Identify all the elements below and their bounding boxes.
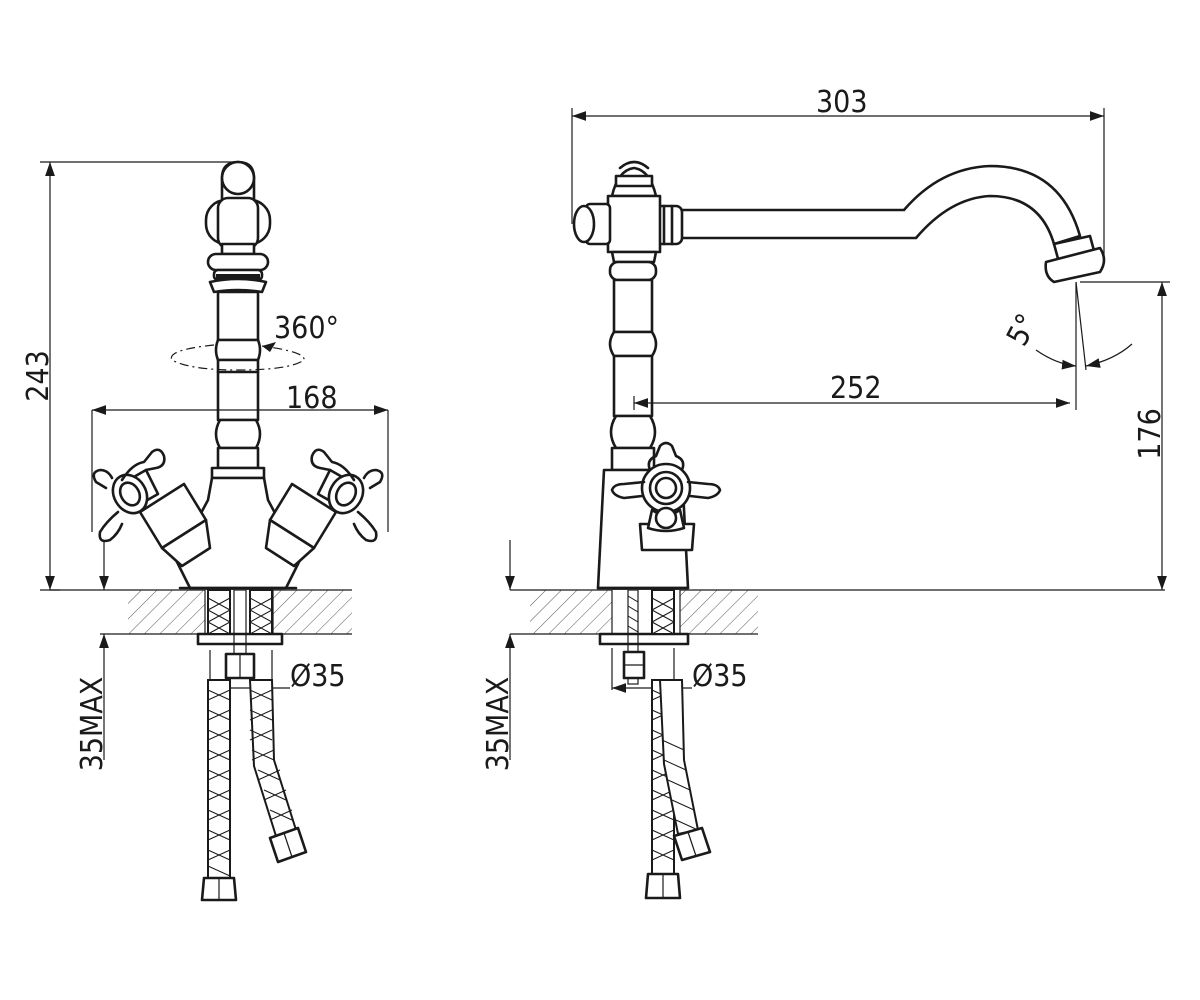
side-view: 303 252 5° 176 35MAX xyxy=(481,85,1170,900)
faucet-side xyxy=(572,160,1106,590)
right-valve xyxy=(264,448,384,568)
faucet-front xyxy=(92,160,384,590)
countertop-side xyxy=(510,589,1165,635)
rotation-indicator: 360° xyxy=(170,311,339,371)
spout-tilt-label: 5° xyxy=(1000,308,1045,352)
hole-diameter-side-label: Ø35 xyxy=(692,659,748,694)
rotation-label: 360° xyxy=(274,311,339,346)
max-thickness-side-label: 35MAX xyxy=(481,677,516,772)
dim-spout-length: 303 xyxy=(571,85,1105,258)
max-thickness-front-label: 35MAX xyxy=(75,677,110,772)
under-counter-side: Ø35 xyxy=(598,589,748,900)
countertop-front xyxy=(50,589,352,635)
dim-max-thickness-side: 35MAX xyxy=(481,540,516,771)
dim-max-thickness-front: 35MAX xyxy=(75,540,110,771)
dim-spout-reach: 252 xyxy=(633,282,1077,410)
front-view: 360° 243 168 35MAX xyxy=(21,160,389,902)
dim-spout-height: 176 xyxy=(1080,281,1170,590)
total-height-label: 243 xyxy=(21,350,56,402)
side-valve-handle xyxy=(610,441,722,552)
hole-diameter-front-label: Ø35 xyxy=(290,659,346,694)
dim-spout-tilt: 5° xyxy=(1000,281,1133,371)
spout-height-label: 176 xyxy=(1133,408,1168,460)
spout-reach-label: 252 xyxy=(830,371,882,406)
left-valve xyxy=(92,448,212,568)
dim-total-height: 243 xyxy=(21,161,238,591)
handle-span-label: 168 xyxy=(286,381,338,416)
spout-length-label: 303 xyxy=(816,85,868,120)
dim-handle-span: 168 xyxy=(91,381,389,532)
under-counter-front: Ø35 xyxy=(196,589,346,902)
